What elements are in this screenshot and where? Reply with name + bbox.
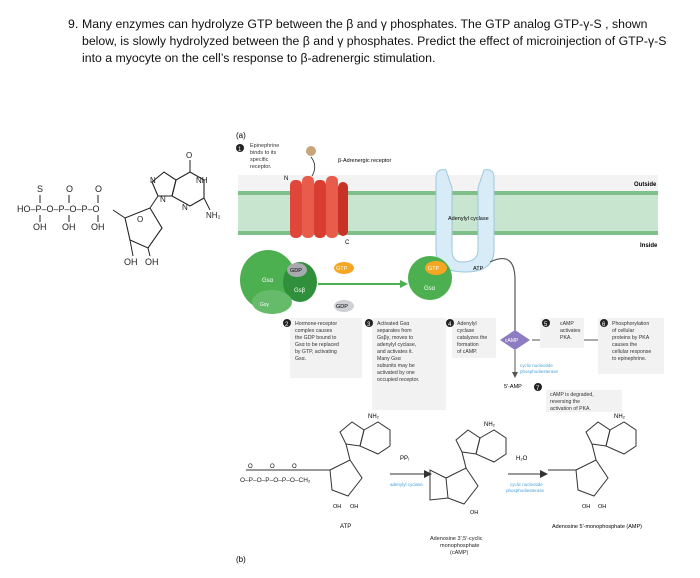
gtp-in-label: GTP — [336, 266, 348, 272]
atom-nh: NH — [196, 176, 208, 185]
atom-oh3: OH — [91, 222, 105, 232]
outside-label: Outside — [634, 182, 657, 188]
n-terminus: N — [284, 176, 288, 182]
step-boxes — [290, 318, 664, 412]
b-nh2-2: NH₂ — [484, 422, 496, 428]
b-amp-name: Adenosine 5′-monophosphate (AMP) — [552, 524, 642, 530]
camp-diamond — [500, 330, 530, 350]
svg-text:O: O — [292, 464, 297, 470]
panel-b — [246, 421, 637, 505]
atom-o2: O — [95, 184, 102, 194]
b-atp-label: ATP — [340, 524, 351, 530]
gsb-label: Gsβ — [294, 288, 306, 294]
b-p-chain: O–P–O–P–O–P–O–CH₂ — [240, 477, 311, 484]
adenylyl-cyclase — [435, 169, 495, 273]
svg-text:OH: OH — [582, 504, 590, 510]
svg-text:1: 1 — [238, 147, 242, 153]
svg-text:3: 3 — [367, 322, 371, 328]
gsa-label: Gsα — [262, 278, 274, 284]
beta-receptor — [290, 176, 348, 238]
b-nh2-1: NH₂ — [368, 414, 380, 420]
camp-label: cAMP — [505, 338, 519, 344]
atom-s: S — [37, 184, 43, 194]
atom-oh2: OH — [62, 222, 76, 232]
panel-b-label: (b) — [236, 555, 246, 564]
gtp-active-label: GTP — [428, 266, 440, 272]
b-h2o-label: H₂O — [516, 456, 528, 462]
chain: HO–P–O–P–O–P–O — [17, 204, 100, 214]
svg-text:5: 5 — [544, 322, 548, 328]
beta-receptor-label: β-Adrenergic receptor — [338, 158, 391, 164]
gdp-bubble — [334, 300, 354, 312]
gtp-analog-structure: S O O HO–P–O–P–O–P–O OH OH OH O OH OH N … — [17, 151, 221, 267]
ac-label: Adenylyl cyclase — [448, 216, 489, 222]
question-number: 9. — [68, 17, 79, 31]
svg-text:OH: OH — [350, 504, 358, 510]
b-ac-label: adenylyl cyclase — [390, 482, 423, 487]
g-protein-inactive — [240, 250, 317, 314]
gsg-label: Gsγ — [260, 302, 269, 308]
atom-n-bot: N — [160, 195, 166, 204]
epinephrine — [306, 146, 316, 156]
b-ppi-label: PPᵢ — [400, 456, 409, 462]
atp-label: ATP — [473, 266, 484, 272]
atom-oh4: OH — [124, 257, 138, 267]
svg-text:O: O — [137, 215, 143, 224]
svg-text:OH: OH — [598, 504, 606, 510]
svg-text:4: 4 — [448, 322, 452, 328]
gsa-active-label: Gsα — [424, 286, 436, 292]
atom-oh1: OH — [33, 222, 47, 232]
atom-o1: O — [66, 184, 73, 194]
question-block: 9. Many enzymes can hydrolyze GTP betwee… — [68, 16, 682, 67]
gdp-label: GDP — [290, 268, 302, 274]
svg-text:O: O — [248, 464, 253, 470]
atom-oh5: OH — [145, 257, 159, 267]
svg-text:O: O — [270, 464, 275, 470]
svg-text:N: N — [182, 203, 188, 212]
atom-nh2: NH₂ — [206, 211, 221, 220]
svg-text:phosphodiesterase: phosphodiesterase — [520, 369, 559, 374]
atom-n-top: N — [150, 176, 156, 185]
pde-label: cyclic nucleotide — [520, 363, 553, 368]
c-terminus: C — [345, 240, 350, 246]
question-text: Many enzymes can hydrolyze GTP between t… — [82, 17, 667, 65]
atom-o-base: O — [186, 151, 192, 160]
inside-label: Inside — [640, 243, 658, 249]
gtp-bubble — [334, 262, 354, 274]
svg-text:2: 2 — [285, 322, 289, 328]
gdp-out-label: GDP — [336, 304, 348, 310]
svg-text:6: 6 — [602, 322, 606, 328]
svg-text:OH: OH — [470, 510, 478, 516]
svg-text:7: 7 — [536, 386, 540, 392]
svg-text:OH: OH — [333, 504, 341, 510]
g-alpha-active — [408, 256, 452, 300]
five-amp-label: 5′-AMP — [504, 384, 522, 390]
panel-a-label: (a) — [236, 131, 246, 140]
b-nh2-3: NH₂ — [614, 414, 626, 420]
